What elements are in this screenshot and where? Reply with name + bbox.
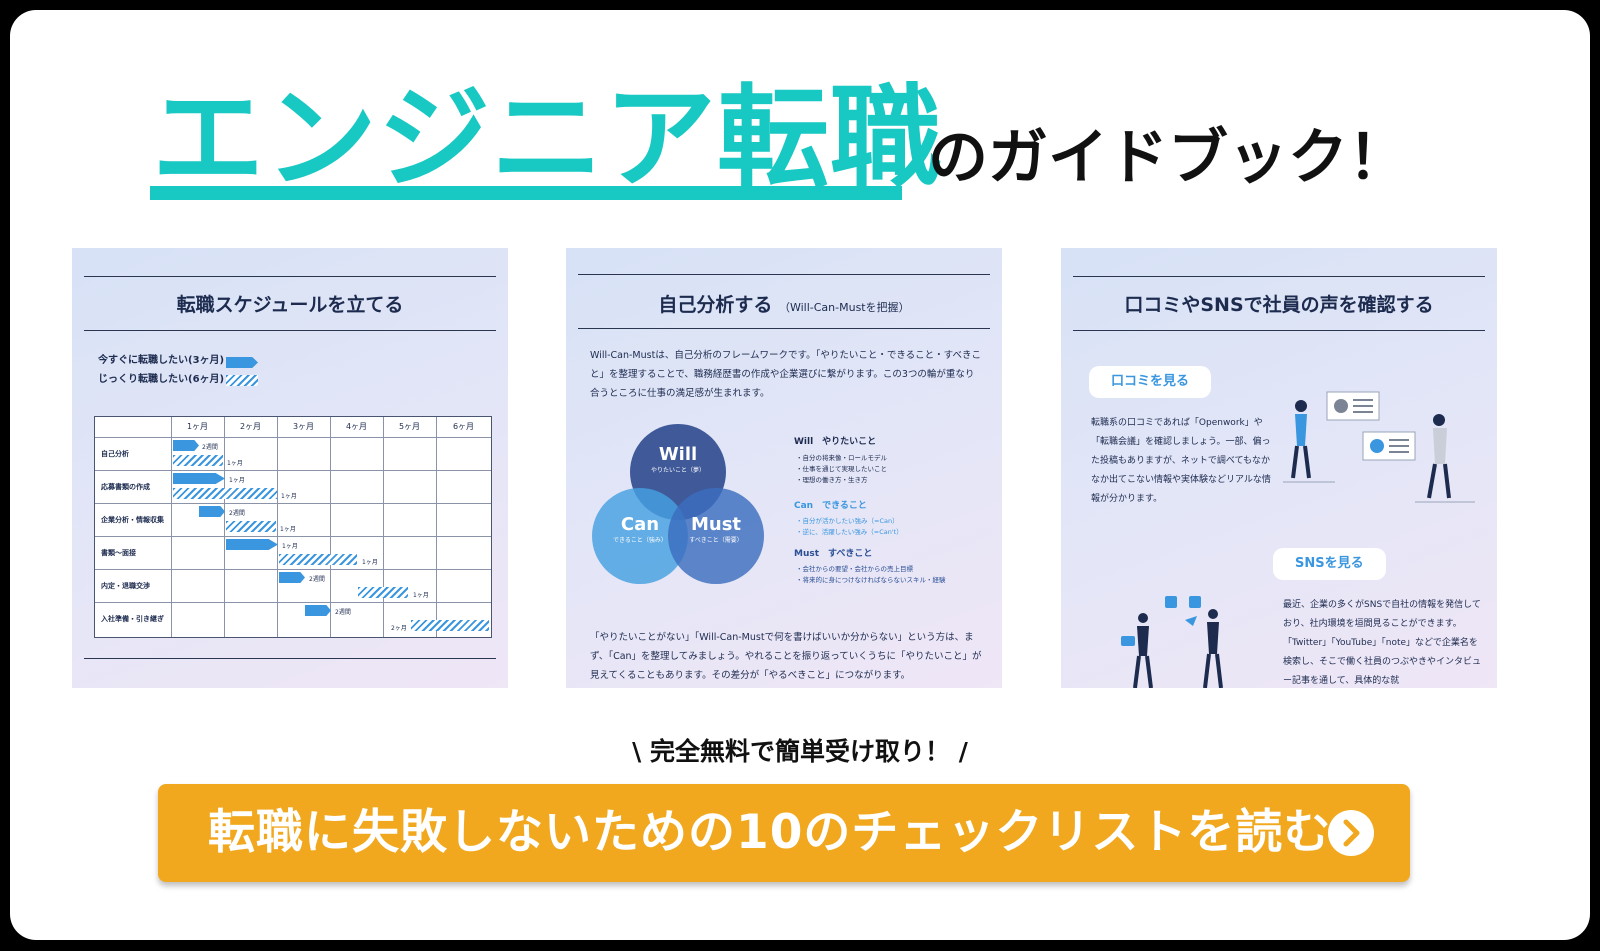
cta-label: 転職に失敗しないための10のチェックリストを読む xyxy=(208,805,1332,860)
legend-6-months: じっくり転職したい(6ヶ月) xyxy=(98,374,225,385)
can-circle: Can できること（強み） xyxy=(592,488,688,584)
must-circle: Must すべきこと（需要） xyxy=(668,488,764,584)
card-self-analysis: 自己分析する （Will-Can-Mustを把握） Will-Can-Mustは… xyxy=(566,248,1002,688)
can-item: ・逆に、活躍したい強み（=Can't） xyxy=(796,528,903,536)
card-title: 転職スケジュールを立てる xyxy=(176,294,404,316)
column-header: 1ヶ月 xyxy=(186,422,209,431)
row-label: 応募書類の作成 xyxy=(101,483,150,491)
sns-paragraph: 最近、企業の多くがSNSで自社の情報を発信しており、社内環境を垣間見ることができ… xyxy=(1283,600,1482,686)
schedule-bar-long xyxy=(279,554,357,565)
divider xyxy=(1073,330,1485,331)
column-header: 6ヶ月 xyxy=(452,422,475,431)
duration-note: 2週間 xyxy=(229,510,245,517)
will-label: Will xyxy=(658,444,698,465)
can-item: ・自分が活かしたい強み（=Can） xyxy=(796,517,899,525)
divider xyxy=(578,274,990,275)
column-header: 5ヶ月 xyxy=(398,422,421,431)
must-item: ・将来的に身につけなければならないスキル・経験 xyxy=(796,576,946,584)
schedule-bar-long xyxy=(226,521,276,532)
row-label: 企業分析・情報収集 xyxy=(101,516,164,524)
duration-note: 1ヶ月 xyxy=(413,592,429,599)
duration-note: 2週間 xyxy=(309,576,325,583)
will-item: ・自分の将来像・ロールモデル xyxy=(796,454,887,462)
divider xyxy=(1073,276,1485,277)
divider xyxy=(84,658,496,659)
legend-solid-swatch xyxy=(226,357,258,368)
schedule-bar-short xyxy=(173,440,199,451)
schedule-bar-short xyxy=(305,605,331,616)
must-label: Must xyxy=(690,514,742,535)
row-label: 内定・退職交渉 xyxy=(101,582,150,590)
people-reviewing-illustration xyxy=(1283,391,1475,503)
duration-note: 2ヶ月 xyxy=(391,625,407,632)
schedule-bar-short xyxy=(173,473,225,484)
outro-paragraph: 「やりたいことがない」「Will-Can-Mustで何を書けばいいか分からない」… xyxy=(590,632,982,681)
duration-note: 2週間 xyxy=(202,444,218,451)
card-title-sub: （Will-Can-Mustを把握） xyxy=(778,301,910,314)
schedule-gantt-table: 1ヶ月 2ヶ月 3ヶ月 4ヶ月 5ヶ月 6ヶ月 自己分析 応募書類の作成 企業分… xyxy=(94,416,492,638)
review-paragraph: 転職系の口コミであれば「Openwork」や「転職会議」を確認しましょう。一部、… xyxy=(1091,418,1271,504)
schedule-bar-long xyxy=(358,587,408,598)
divider xyxy=(84,276,496,277)
intro-paragraph: Will-Can-Mustは、自己分析のフレームワークです。「やりたいこと・でき… xyxy=(590,350,981,399)
duration-note: 1ヶ月 xyxy=(229,477,245,484)
will-heading: Will やりたいこと xyxy=(794,437,877,447)
card-title: 自己分析する （Will-Can-Mustを把握） xyxy=(566,290,1002,317)
legend-hatch-swatch xyxy=(226,375,258,386)
duration-note: 1ヶ月 xyxy=(280,526,296,533)
can-heading: Can できること xyxy=(794,501,867,511)
legend-3-months: 今すぐに転職したい(3ヶ月) xyxy=(98,355,225,366)
must-sub: すべきこと（需要） xyxy=(689,537,743,544)
will-item: ・理想の働き方・生き方 xyxy=(796,476,868,484)
column-header: 2ヶ月 xyxy=(239,422,262,431)
must-heading: Must すべきこと xyxy=(794,549,873,559)
read-checklist-button[interactable]: 転職に失敗しないための10のチェックリストを読む xyxy=(158,784,1410,882)
must-item: ・会社からの要望・会社からの売上目標 xyxy=(796,565,913,573)
row-label: 自己分析 xyxy=(101,450,129,458)
duration-note: 1ヶ月 xyxy=(362,559,378,566)
banner-frame: エンジニア転職 のガイドブック！ 転職スケジュールを立てる 今すぐに転職したい(… xyxy=(10,10,1590,940)
card-schedule: 転職スケジュールを立てる 今すぐに転職したい(3ヶ月) じっくり転職したい(6ヶ… xyxy=(72,248,508,688)
divider xyxy=(578,328,990,329)
schedule-bar-long xyxy=(173,488,277,499)
row-label: 書類〜面接 xyxy=(101,549,136,557)
duration-note: 1ヶ月 xyxy=(227,460,243,467)
card-reviews-sns: 口コミやSNSで社員の声を確認する 口コミを見る 転職系の口コミであれば「Ope… xyxy=(1061,248,1497,688)
can-label: Can xyxy=(620,514,660,535)
can-sub: できること（強み） xyxy=(613,537,667,544)
sns-pill: SNSを見る xyxy=(1273,548,1386,580)
schedule-bar-short xyxy=(199,506,225,517)
headline-main: エンジニア転職 xyxy=(152,74,943,204)
review-pill: 口コミを見る xyxy=(1089,366,1212,398)
will-sub: やりたいこと（夢） xyxy=(650,467,705,474)
chevron-right-circle-icon[interactable] xyxy=(1328,810,1374,856)
schedule-bar-long xyxy=(173,455,223,466)
will-item: ・仕事を通じて実現したいこと xyxy=(796,465,887,473)
duration-note: 1ヶ月 xyxy=(281,493,297,500)
schedule-bar-long xyxy=(411,620,489,631)
people-sns-illustration xyxy=(1121,596,1223,688)
headline-sub: のガイドブック！ xyxy=(928,123,1408,193)
schedule-bar-short xyxy=(279,572,305,583)
free-offer-text: \ 完全無料で簡単受け取り！ / xyxy=(632,737,968,766)
card-title: 口コミやSNSで社員の声を確認する xyxy=(1124,294,1434,316)
headline: エンジニア転職 のガイドブック！ xyxy=(10,10,1590,230)
headline-underline xyxy=(150,186,902,200)
card-title-main: 自己分析する xyxy=(658,294,773,316)
schedule-bar-short xyxy=(226,539,278,550)
divider xyxy=(84,330,496,331)
column-header: 3ヶ月 xyxy=(292,422,315,431)
duration-note: 1ヶ月 xyxy=(282,543,298,550)
column-header: 4ヶ月 xyxy=(345,422,368,431)
row-label: 入社準備・引き継ぎ xyxy=(101,615,164,623)
duration-note: 2週間 xyxy=(335,609,351,616)
